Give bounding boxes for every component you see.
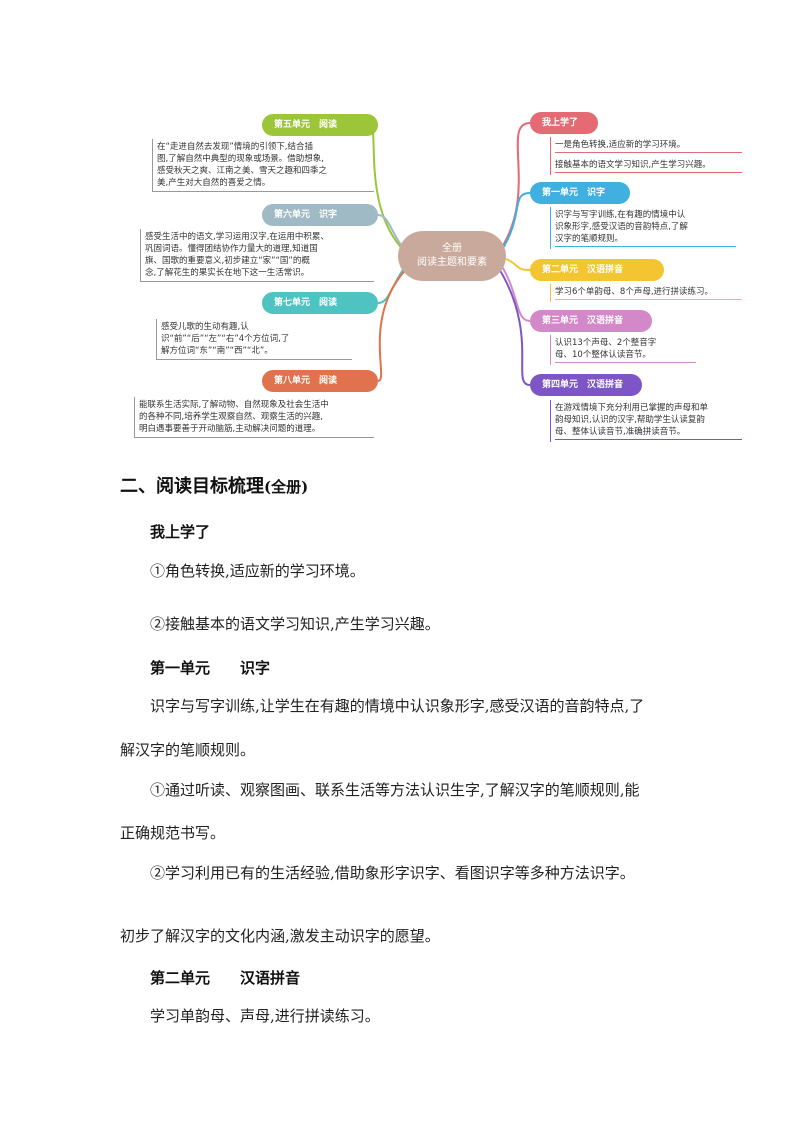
paragraph: 学习单韵母、声母,进行拼读练习。 [150, 1007, 380, 1025]
subheading-unit1: 第一单元 识字 [150, 659, 271, 677]
connector-unit3 [499, 262, 531, 322]
note-line: 美,产生对大自然的喜爱之情。 [157, 178, 271, 188]
paragraph: ②接触基本的语文学习知识,产生学习兴趣。 [150, 615, 440, 633]
note-line: 图,了解自然中典型的现象或场景。借助想象, [157, 154, 324, 164]
note-unit2: 学习6个单韵母、8个声母,进行拼读练习。 [550, 284, 746, 302]
note-line: 汉字的笔顺规则。 [555, 233, 736, 247]
node-unit3: 第三单元 汉语拼音 [530, 310, 652, 332]
note-line: 识“前”“后”“左”“右”4个方位词,了 [161, 334, 290, 344]
node-unit4: 第四单元 汉语拼音 [530, 374, 642, 396]
connector-unit5 [369, 124, 411, 257]
connector-start [497, 122, 531, 254]
note-unit5: 在“走进自然去发现”情境的引领下,结合插 图,了解自然中典型的现象或场景。借助想… [152, 139, 374, 192]
note-unit1: 识字与写字训练,在有趣的情境中认 识象形字,感受汉语的音韵特点,了解 汉字的笔顺… [550, 207, 740, 249]
paragraph: ②学习利用已有的生活经验,借助象形字识字、看图识字等多种方法识字。 [150, 864, 635, 882]
note-line: 念,了解花生的果实长在地下这一生活常识。 [145, 268, 310, 278]
connector-unit1 [499, 192, 531, 254]
note-line: 韵母知识,认识的汉字,帮助学生认读复韵 [555, 415, 705, 425]
note-line: 学习6个单韵母、8个声母,进行拼读练习。 [555, 286, 742, 300]
center-line2: 阅读主题和要素 [417, 257, 487, 268]
note-line: 识字与写字训练,在有趣的情境中认 [555, 210, 686, 220]
section-title-suffix: (全册) [264, 478, 309, 496]
note-line: 感受生活中的语文,学习运用汉字,在运用中积累、 [145, 232, 329, 242]
note-unit4: 在游戏情境下充分利用已掌握的声母和单 韵母知识,认识的汉字,帮助学生认读复韵 母… [550, 400, 746, 442]
connector-unit2 [505, 258, 531, 271]
node-unit1: 第一单元 识字 [530, 182, 630, 204]
note-line: 在游戏情境下充分利用已掌握的声母和单 [555, 403, 709, 413]
section-title: 二、阅读目标梳理(全册) [120, 472, 308, 498]
paragraph: 初步了解汉字的文化内涵,激发主动识字的愿望。 [120, 927, 440, 945]
paragraph: ①通过听读、观察图画、联系生活等方法认识生字,了解汉字的笔顺规则,能 [150, 781, 640, 799]
mind-map-center: 全册 阅读主题和要素 [398, 231, 506, 281]
node-unit5: 第五单元 阅读 [262, 114, 378, 136]
note-line: 巩固词语。懂得团结协作力量大的道理,知道国 [145, 244, 318, 254]
subheading-start: 我上学了 [150, 523, 211, 541]
note-line: 能联系生活实际,了解动物、自然现象及社会生活中 [139, 400, 329, 410]
note-start: 一是角色转换,适应新的学习环境。 接触基本的语文学习知识,产生学习兴趣。 [550, 137, 746, 175]
note-line: 感受秋天之爽、江南之美、雪天之趣和四季之 [157, 166, 328, 176]
note-line: 一是角色转换,适应新的学习环境。 [555, 139, 742, 153]
section-title-text: 二、阅读目标梳理 [120, 476, 264, 497]
connector-unit4 [497, 266, 531, 386]
note-line: 解方位词“东”“南”“西”“北”。 [161, 346, 273, 356]
note-line: 明白遇事要善于开动脑筋,主动解决问题的道理。 [139, 424, 321, 434]
node-unit2: 第二单元 汉语拼音 [530, 259, 664, 281]
note-unit6: 感受生活中的语文,学习运用汉字,在运用中积累、 巩固词语。懂得团结协作力量大的道… [140, 229, 374, 282]
note-line: 感受儿歌的生动有趣,认 [161, 322, 249, 332]
node-unit8: 第八单元 阅读 [262, 370, 378, 392]
paragraph: 解汉字的笔顺规则。 [120, 741, 256, 759]
note-line: 的各种不同,培养学生观察自然、观察生活的兴趣, [139, 412, 323, 422]
note-line: 在“走进自然去发现”情境的引领下,结合插 [157, 142, 314, 152]
mind-map: 全册 阅读主题和要素 第五单元 阅读 在“走进自然去发现”情境的引领下,结合插 … [120, 95, 760, 455]
note-unit7: 感受儿歌的生动有趣,认 识“前”“后”“左”“右”4个方位词,了 解方位词“东”… [156, 319, 352, 360]
note-line: 母、整体认读音节,准确拼读音节。 [555, 426, 742, 440]
note-line: 旗、国歌的重要意义,初步建立“家”“国”的概 [145, 256, 310, 266]
paragraph: ①角色转换,适应新的学习环境。 [150, 562, 365, 580]
note-unit3: 认识13个声母、2个整音字 母、10个整体认读音节。 [550, 335, 700, 365]
subheading-unit2: 第二单元 汉语拼音 [150, 969, 301, 987]
connector-unit8 [377, 264, 411, 382]
paragraph: 识字与写字训练,让学生在有趣的情境中认识象形字,感受汉语的音韵特点,了 [150, 697, 645, 715]
center-line1: 全册 [442, 243, 462, 254]
paragraph: 正确规范书写。 [120, 824, 226, 842]
node-start: 我上学了 [530, 112, 598, 134]
note-line: 识象形字,感受汉语的音韵特点,了解 [555, 222, 688, 232]
note-line: 认识13个声母、2个整音字 [555, 338, 657, 348]
note-line: 接触基本的语文学习知识,产生学习兴趣。 [555, 159, 742, 173]
node-unit7: 第七单元 阅读 [262, 292, 378, 314]
node-unit6: 第六单元 识字 [262, 204, 378, 226]
note-line: 母、10个整体认读音节。 [555, 349, 696, 363]
note-unit8: 能联系生活实际,了解动物、自然现象及社会生活中 的各种不同,培养学生观察自然、观… [134, 397, 374, 438]
